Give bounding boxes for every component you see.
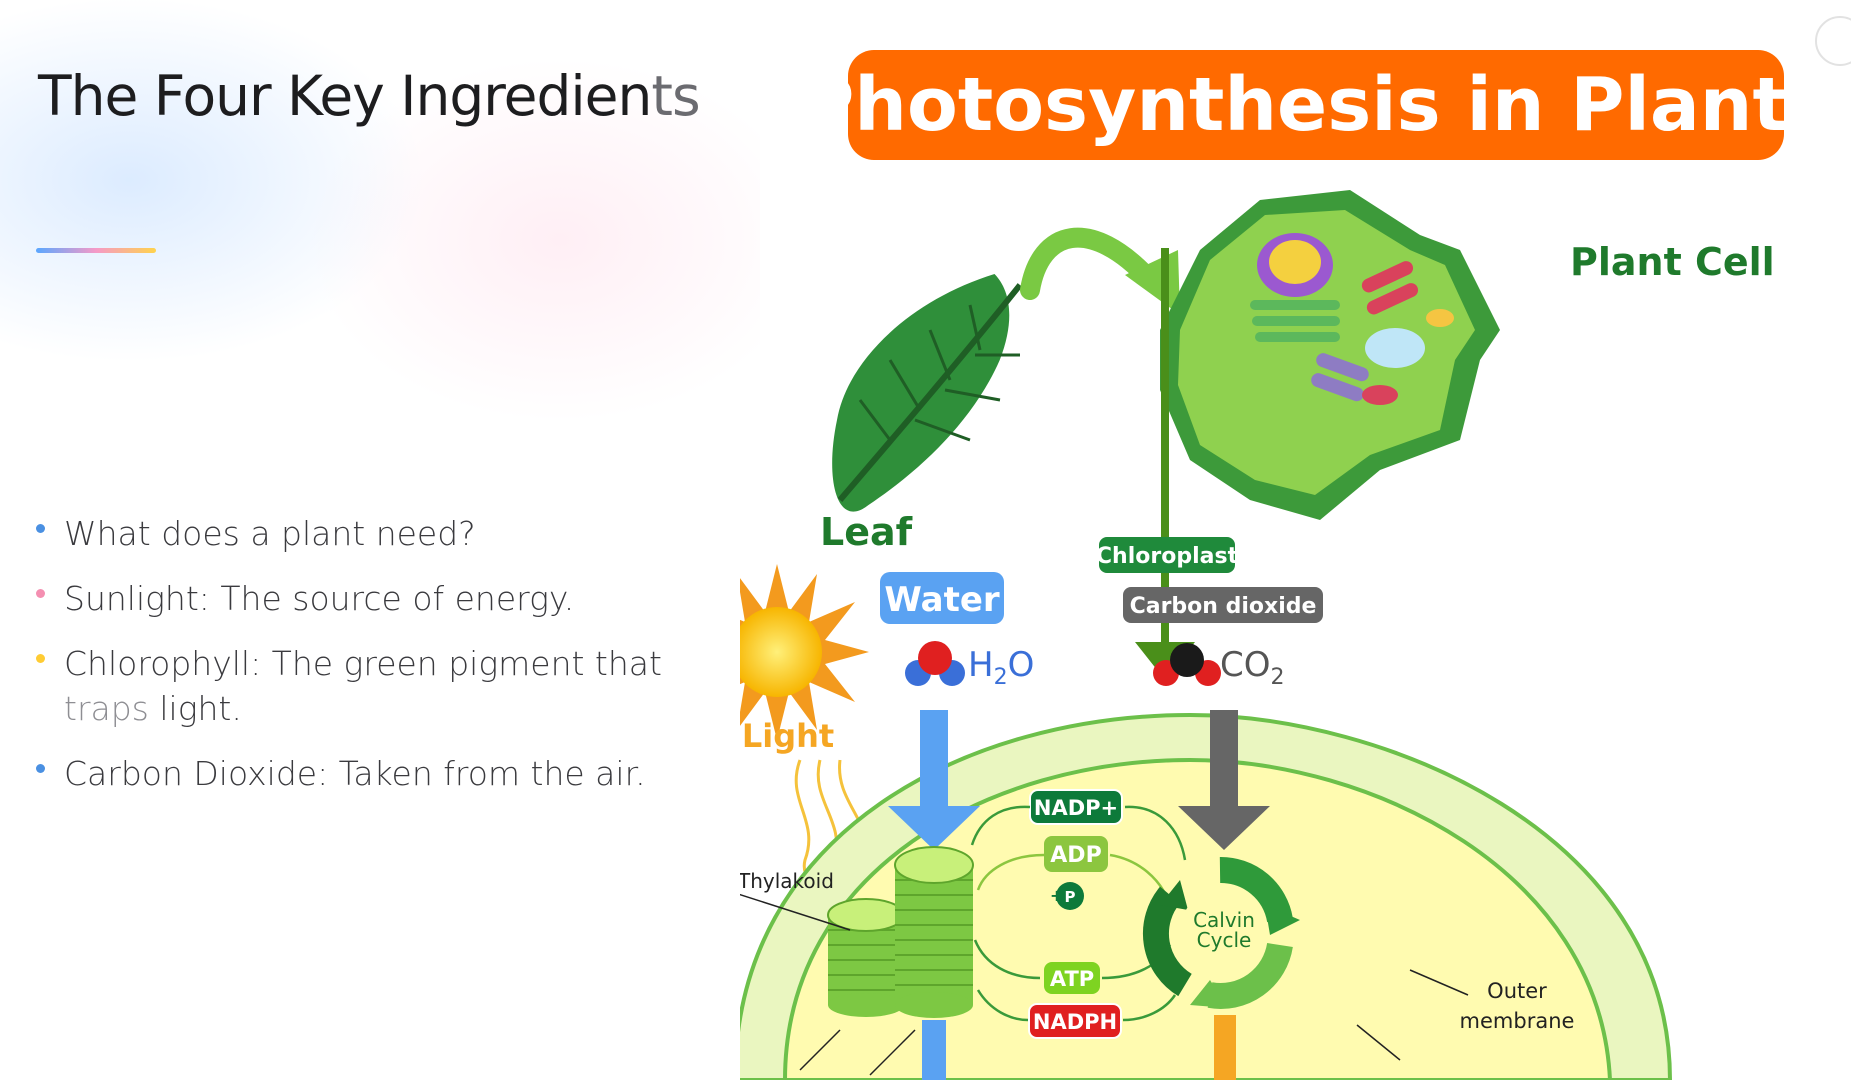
bullet-dot [36, 524, 45, 533]
leaf-illustration: Leaf [820, 274, 1023, 554]
organelle [1426, 309, 1454, 327]
nucleolus [1269, 240, 1321, 284]
co2-molecule-icon [1153, 643, 1221, 686]
vacuole [1365, 328, 1425, 368]
outer-membrane-label-line1: Outer [1487, 979, 1547, 1003]
cycle-arrow [1122, 994, 1177, 1022]
h2o-molecule-icon [905, 641, 965, 686]
cycle-arrow [976, 853, 1045, 891]
mitochondria [1316, 353, 1369, 382]
banner-background [848, 50, 1784, 160]
plant-cell-label: Plant Cell [1570, 240, 1775, 284]
cycle-arrow [973, 939, 1041, 980]
bullet-text-fade: traps [64, 688, 149, 728]
co2-arrow-head-icon [1178, 806, 1270, 850]
bullet-item: Sunlight: The source of energy. [36, 577, 736, 622]
water-arrow-shaft [920, 710, 948, 810]
bullet-text: Sunlight: The source of energy. [64, 578, 575, 618]
carbon-dioxide-label: Carbon dioxide [1130, 594, 1317, 619]
atp-label: ATP [1050, 967, 1094, 991]
chloroplast-tag [1099, 537, 1235, 573]
bullet-list: What does a plant need? Sunlight: The so… [36, 512, 736, 816]
thylakoid-label: Thylakoid [740, 869, 834, 893]
banner-title: Photosynthesis in Plants [800, 62, 1832, 148]
co2-formula: CO2 [1220, 645, 1285, 690]
corner-button[interactable] [1815, 16, 1851, 66]
mitochondria [1311, 373, 1364, 402]
nadp-label: NADP+ [1034, 796, 1118, 820]
title-main: The Four Key Ingredien [38, 64, 652, 128]
water-label: Water [884, 580, 1000, 620]
pointer-line [1356, 1024, 1401, 1061]
leaf-midrib [837, 283, 1023, 502]
bullet-dot [36, 763, 45, 773]
co2-formula-main: CO [1220, 645, 1271, 685]
calvin-cycle-icon [1142, 857, 1300, 1009]
bullet-text-continued: light. [148, 688, 242, 728]
carbon-dioxide-tag [1123, 587, 1323, 623]
leaf-label: Leaf [820, 510, 913, 554]
phosphate-badge [1056, 882, 1084, 910]
title-accent-bar [36, 248, 156, 253]
light-label: Light [742, 717, 834, 755]
thylakoid-pointer-line [740, 893, 851, 931]
photosynthesis-diagram: Photosynthesis in Plants Leaf Plant Cell… [740, 0, 1851, 1080]
chloroplast-label: Chloroplast [1096, 544, 1239, 569]
water-arrow-tail [922, 1020, 946, 1080]
nadph-label: NADPH [1033, 1010, 1117, 1034]
calvin-cycle-label-line1: Calvin [1193, 908, 1255, 932]
er-membrane [1252, 316, 1340, 326]
co2-formula-subscript: 2 [1271, 665, 1285, 690]
bullet-text: What does a plant need? [64, 514, 476, 553]
er-membrane [1255, 332, 1340, 342]
diagram-svg: Photosynthesis in Plants Leaf Plant Cell… [740, 50, 1832, 1080]
thylakoid-stack-small [827, 898, 905, 1017]
atp-tag [1044, 962, 1100, 994]
sugar-output-bar [1214, 1015, 1236, 1080]
background-glow [0, 0, 760, 560]
bullet-dot [36, 653, 45, 663]
adp-label: ADP [1050, 843, 1101, 868]
title-fade: ts [651, 64, 700, 128]
cell-cytoplasm [1178, 210, 1475, 495]
cycle-arrow [976, 989, 1029, 1022]
organelle [1362, 385, 1398, 405]
chloroplast-pointer-line [1161, 248, 1169, 648]
thylakoid-stack-large [894, 846, 974, 1018]
cycle-arrow [1124, 805, 1187, 861]
phosphate-label: P [1065, 888, 1076, 906]
h2o-formula-h: H [968, 645, 994, 685]
bullet-dot [36, 588, 45, 598]
bullet-text: Chlorophyll: The green pigment that [64, 643, 662, 683]
outer-membrane-pointer-line [1409, 969, 1469, 996]
leaf-to-cell-arrow [1020, 227, 1160, 300]
water-arrow-head-icon [888, 806, 980, 850]
leaf-shape [832, 274, 1010, 512]
golgi [1361, 261, 1414, 293]
bullet-item: Chlorophyll: The green pigment that trap… [36, 642, 736, 732]
h2o-formula-o: O [1008, 645, 1035, 685]
sun-icon [740, 564, 869, 740]
er-membrane [1250, 300, 1340, 310]
h2o-formula: H2O [968, 645, 1034, 690]
bullet-item: Carbon Dioxide: Taken from the air. [36, 752, 736, 797]
calvin-cycle-label-line2: Cycle [1197, 928, 1252, 952]
leaf-veins [858, 304, 1020, 442]
cycle-arrow [970, 805, 1031, 846]
title-banner: Photosynthesis in Plants [800, 50, 1832, 160]
water-tag [880, 572, 1004, 624]
bullet-text: Carbon Dioxide: Taken from the air. [64, 753, 646, 793]
pointer-line [799, 1029, 841, 1071]
co2-arrow-shaft [1210, 710, 1238, 810]
golgi [1366, 283, 1419, 315]
plant-cell-illustration: Plant Cell [1160, 190, 1775, 520]
bullet-item: What does a plant need? [36, 512, 736, 557]
pointer-line [869, 1029, 916, 1076]
h2o-formula-subscript: 2 [994, 665, 1008, 690]
adp-tag [1044, 836, 1108, 872]
nadph-tag [1028, 1003, 1122, 1039]
slide-title: The Four Key Ingredients [38, 64, 701, 128]
left-text-panel: The Four Key Ingredients What does a pla… [0, 0, 760, 1080]
outer-membrane-label-line2: membrane [1460, 1009, 1575, 1033]
